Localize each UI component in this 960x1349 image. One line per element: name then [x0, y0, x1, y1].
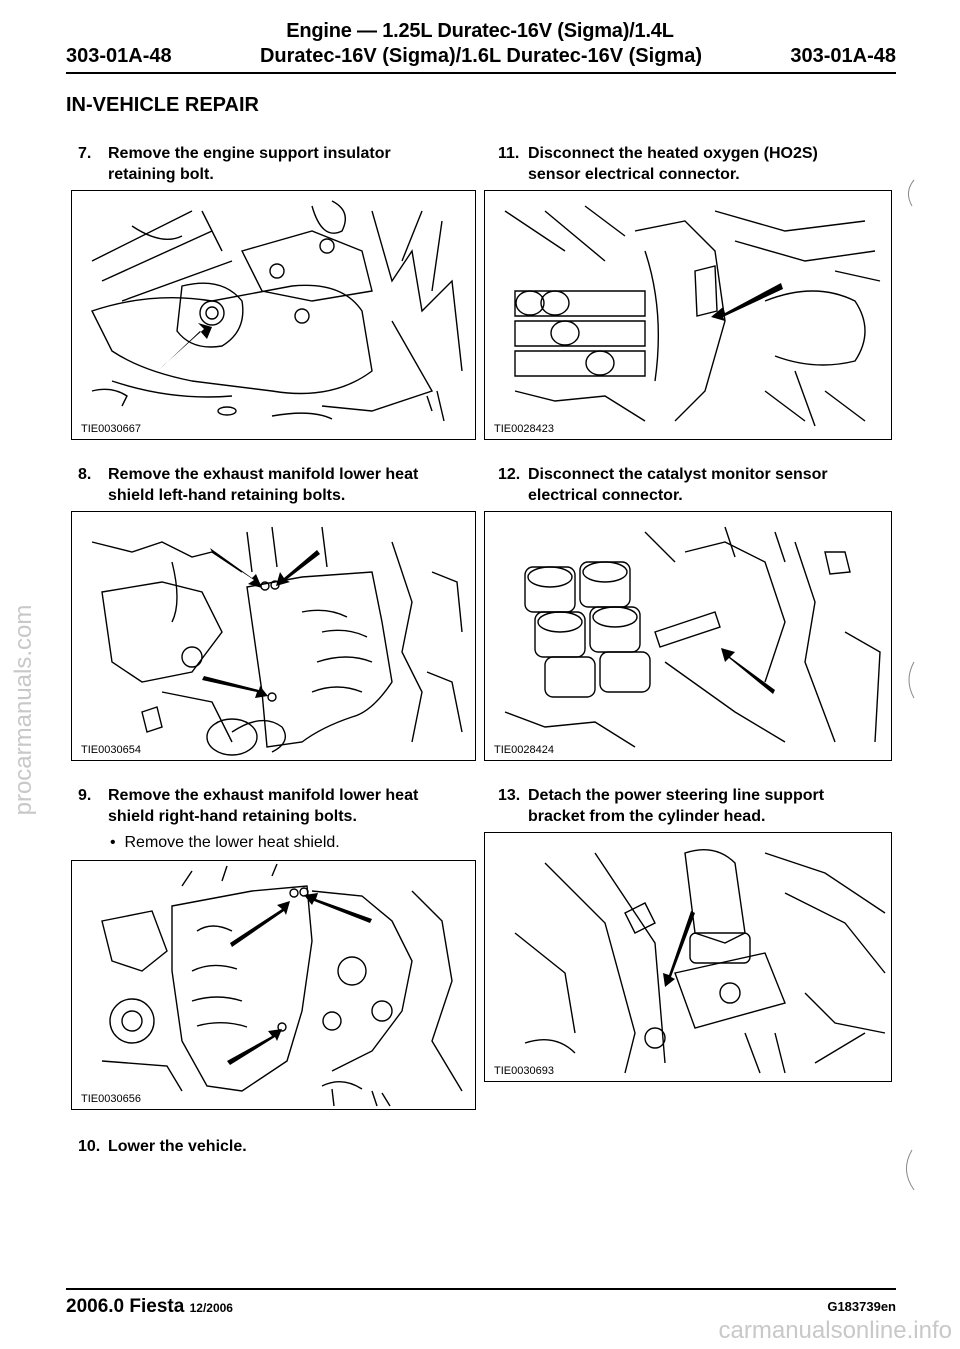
header-row: 303-01A-48 Duratec-16V (Sigma)/1.6L Dura… [66, 45, 896, 73]
figure-id: TIE0030654 [79, 744, 143, 756]
figure-id: TIE0028424 [492, 744, 556, 756]
side-watermark: procarmanuals.com [4, 520, 44, 900]
footer-code: G183739en [827, 1299, 896, 1314]
step-text-line1: Remove the exhaust manifold lower heat [108, 787, 419, 804]
step-text-line1: Remove the engine support insulator [108, 145, 391, 162]
step-number: 8. [78, 466, 92, 483]
step-text-line2: shield right-hand retaining bolts. [108, 808, 357, 825]
figure-heat-shield-right: TIE0030656 [71, 860, 476, 1110]
heat-shield-right-illustration [101, 863, 463, 1107]
footer-rule [66, 1288, 896, 1290]
step-10: 10. Lower the vehicle. [78, 1136, 247, 1157]
figure-id: TIE0030693 [492, 1065, 556, 1077]
heat-shield-left-illustration [91, 526, 463, 756]
bullet-text: Remove the lower heat shield. [124, 834, 340, 851]
step-12: 12. Disconnect the catalyst monitor senso… [498, 464, 828, 506]
power-steering-bracket-illustration [514, 849, 886, 1074]
step-8: 8. Remove the exhaust manifold lower heat… [78, 464, 418, 506]
step-number: 7. [78, 145, 92, 162]
step-text-line1: Lower the vehicle. [108, 1138, 247, 1155]
header-title-line2: Duratec-16V (Sigma)/1.6L Duratec-16V (Si… [259, 45, 702, 67]
step-9: 9. Remove the exhaust manifold lower heat… [78, 785, 418, 827]
step-13: 13. Detach the power steering line suppor… [498, 785, 824, 827]
edge-mark [908, 661, 915, 699]
step-text-line2: electrical connector. [528, 487, 683, 504]
header-left-code: 303-01A-48 [66, 45, 172, 67]
engine-support-illustration [91, 200, 463, 422]
step-7: 7. Remove the engine support insulator ret… [78, 143, 391, 185]
step-text-line2: shield left-hand retaining bolts. [108, 487, 346, 504]
figure-power-steering-bracket: TIE0030693 [484, 832, 892, 1082]
footer-model-name: 2006.0 Fiesta [66, 1296, 185, 1317]
figure-ho2s-connector: TIE0028423 [484, 190, 892, 440]
step-text-line2: retaining bolt. [108, 166, 214, 183]
side-watermark-text: procarmanuals.com [10, 604, 37, 816]
step-number: 13. [498, 787, 521, 804]
header-title-line1: Engine — 1.25L Duratec-16V (Sigma)/1.4L [286, 20, 674, 42]
step-text-line2: bracket from the cylinder head. [528, 808, 766, 825]
catalyst-sensor-illustration [504, 526, 881, 748]
step-number: 12. [498, 466, 521, 483]
step-11: 11. Disconnect the heated oxygen (HO2S) se… [498, 143, 818, 185]
edge-mark [906, 1149, 915, 1191]
bottom-watermark: carmanualsonline.info [718, 1317, 952, 1344]
edge-mark [908, 179, 915, 207]
step-text-line1: Remove the exhaust manifold lower heat [108, 466, 419, 483]
figure-id: TIE0028423 [492, 423, 556, 435]
step-9-bullet: • Remove the lower heat shield. [110, 834, 340, 851]
ho2s-connector-illustration [504, 205, 881, 427]
header-right-code: 303-01A-48 [790, 45, 896, 67]
figure-id: TIE0030656 [79, 1093, 143, 1105]
step-text-line1: Detach the power steering line support [528, 787, 825, 804]
step-number: 10. [78, 1138, 101, 1155]
figure-heat-shield-left: TIE0030654 [71, 511, 476, 761]
step-text-line1: Disconnect the heated oxygen (HO2S) [528, 145, 818, 162]
figure-catalyst-sensor-connector: TIE0028424 [484, 511, 892, 761]
footer-model: 2006.0 Fiesta 12/2006 [66, 1296, 233, 1318]
section-title: IN-VEHICLE REPAIR [66, 94, 259, 116]
step-number: 9. [78, 787, 92, 804]
step-text-line2: sensor electrical connector. [528, 166, 740, 183]
header-rule [66, 72, 896, 74]
footer-date: 12/2006 [189, 1301, 233, 1315]
figure-engine-support-insulator: TIE0030667 [71, 190, 476, 440]
figure-id: TIE0030667 [79, 423, 143, 435]
step-text-line1: Disconnect the catalyst monitor sensor [528, 466, 828, 483]
step-number: 11. [498, 145, 520, 162]
